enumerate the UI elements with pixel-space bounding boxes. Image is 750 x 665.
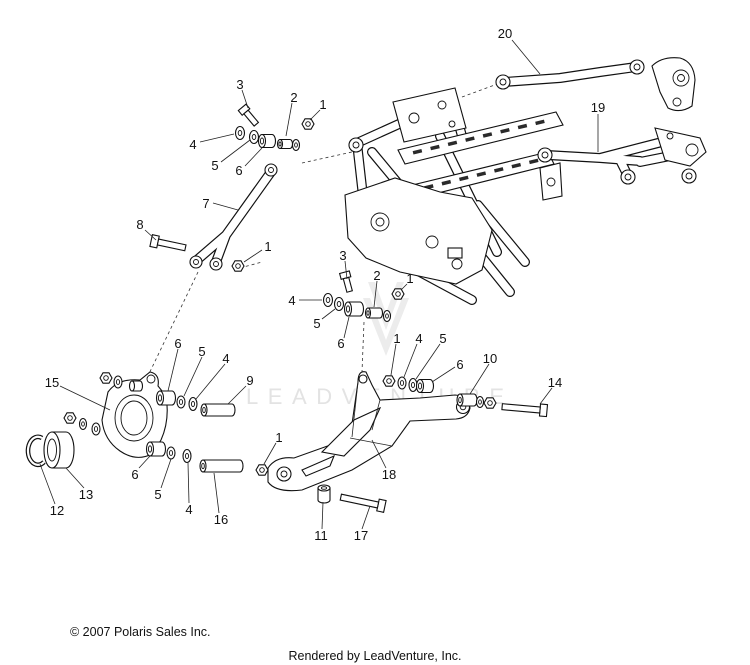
callout-label[interactable]: 5 — [439, 331, 446, 346]
nut-1-arm-top — [382, 375, 396, 387]
bushing-6-knuckle-lower — [145, 441, 167, 457]
sleeve-16 — [199, 459, 244, 473]
washer-5-arm-top — [408, 377, 418, 393]
washer-5-upper — [248, 129, 260, 145]
bolt-8 — [149, 234, 187, 252]
lower-a-arm-18 — [267, 371, 471, 492]
bushing-11 — [317, 484, 331, 504]
callout-label[interactable]: 4 — [415, 331, 422, 346]
copyright-text: © 2007 Polaris Sales Inc. — [70, 625, 211, 639]
callout-label[interactable]: 1 — [264, 239, 271, 254]
bushing-knuckle-upper — [128, 380, 144, 392]
callout-label[interactable]: 6 — [131, 467, 138, 482]
callout-label[interactable]: 1 — [393, 331, 400, 346]
washer-knuckle-left — [78, 417, 88, 431]
callout-label[interactable]: 19 — [591, 100, 605, 115]
nut-1-arm-left — [255, 464, 269, 476]
snap-ring-12 — [25, 434, 46, 468]
sleeve-2-middle — [364, 307, 384, 319]
nut-arm-right — [483, 397, 497, 409]
callout-label[interactable]: 6 — [456, 357, 463, 372]
callout-label[interactable]: 6 — [174, 336, 181, 351]
washer-arm-right — [475, 395, 485, 409]
bushing-6-upper — [257, 133, 277, 149]
callout-label[interactable]: 2 — [290, 90, 297, 105]
callout-label[interactable]: 6 — [337, 336, 344, 351]
washer-4-arm-top — [397, 376, 407, 390]
callout-label[interactable]: 14 — [548, 375, 562, 390]
bushing-6-arm-top — [415, 378, 435, 394]
upper-a-arm-19 — [537, 127, 707, 185]
tie-rod-7 — [189, 163, 278, 271]
bolt-14 — [501, 403, 549, 418]
callout-label[interactable]: 4 — [288, 293, 295, 308]
washer-small-upper — [291, 138, 301, 152]
callout-label[interactable]: 2 — [373, 268, 380, 283]
callout-label[interactable]: 5 — [154, 487, 161, 502]
callout-label[interactable]: 17 — [354, 528, 368, 543]
rendered-by-text: Rendered by LeadVenture, Inc. — [288, 649, 461, 663]
spacer-2-upper — [276, 138, 294, 150]
callout-label[interactable]: 6 — [235, 163, 242, 178]
bearing-13 — [43, 431, 75, 469]
callout-label[interactable]: 4 — [189, 137, 196, 152]
callout-label[interactable]: 3 — [339, 248, 346, 263]
sleeve-10 — [456, 393, 478, 407]
knuckle-15 — [101, 371, 168, 458]
washer-4-middle — [322, 292, 334, 308]
nut-1-upper — [301, 118, 315, 130]
bushing-6-middle — [343, 301, 365, 317]
bolt-17 — [339, 493, 387, 513]
callout-label[interactable]: 10 — [483, 351, 497, 366]
nut-1-tie-rod — [231, 260, 245, 272]
washer-5-knuckle-upper — [176, 395, 186, 409]
upper-control-rod-20 — [495, 59, 645, 90]
callout-label[interactable]: 5 — [198, 344, 205, 359]
washer-4-upper — [234, 125, 246, 141]
washer-5-knuckle-lower — [166, 446, 176, 460]
washer-4-knuckle-upper — [188, 396, 198, 412]
sleeve-9 — [200, 403, 236, 417]
callout-leader-lines — [39, 39, 599, 530]
callout-label[interactable]: 8 — [136, 217, 143, 232]
callout-label[interactable]: 1 — [275, 430, 282, 445]
washer-5-middle — [333, 296, 345, 312]
callout-label[interactable]: 5 — [313, 316, 320, 331]
callout-label[interactable]: 7 — [202, 196, 209, 211]
callout-label[interactable]: 3 — [236, 77, 243, 92]
callout-label[interactable]: 12 — [50, 503, 64, 518]
callout-label[interactable]: 1 — [319, 97, 326, 112]
callout-label[interactable]: 20 — [498, 26, 512, 41]
nut-knuckle-left-2 — [91, 422, 101, 436]
callout-label[interactable]: 1 — [406, 271, 413, 286]
callout-label[interactable]: 13 — [79, 487, 93, 502]
callout-label[interactable]: 4 — [222, 351, 229, 366]
callout-label[interactable]: 15 — [45, 375, 59, 390]
nut-1-middle — [391, 288, 405, 300]
callout-label[interactable]: 11 — [314, 528, 328, 543]
bolt-3-upper — [237, 103, 260, 127]
washer-small-middle — [382, 309, 392, 323]
washer-4-knuckle-lower — [182, 448, 192, 464]
callout-label[interactable]: 18 — [382, 467, 396, 482]
callout-labels: 20 19 3 2 1 4 5 6 7 8 1 3 2 1 4 5 6 1 4 … — [45, 26, 605, 543]
bolt-3-middle — [338, 270, 354, 293]
washer-knuckle-upper — [113, 375, 123, 389]
bushing-6-knuckle-upper — [155, 390, 177, 406]
frame-assembly — [344, 87, 564, 305]
callout-label[interactable]: 4 — [185, 502, 192, 517]
callout-label[interactable]: 16 — [214, 512, 228, 527]
rod-bracket-20 — [651, 57, 696, 112]
nut-knuckle-left — [63, 412, 77, 424]
callout-label[interactable]: 5 — [211, 158, 218, 173]
nut-knuckle-upper — [99, 372, 113, 384]
callout-label[interactable]: 9 — [246, 373, 253, 388]
assembly-dashed-lines — [145, 82, 501, 381]
